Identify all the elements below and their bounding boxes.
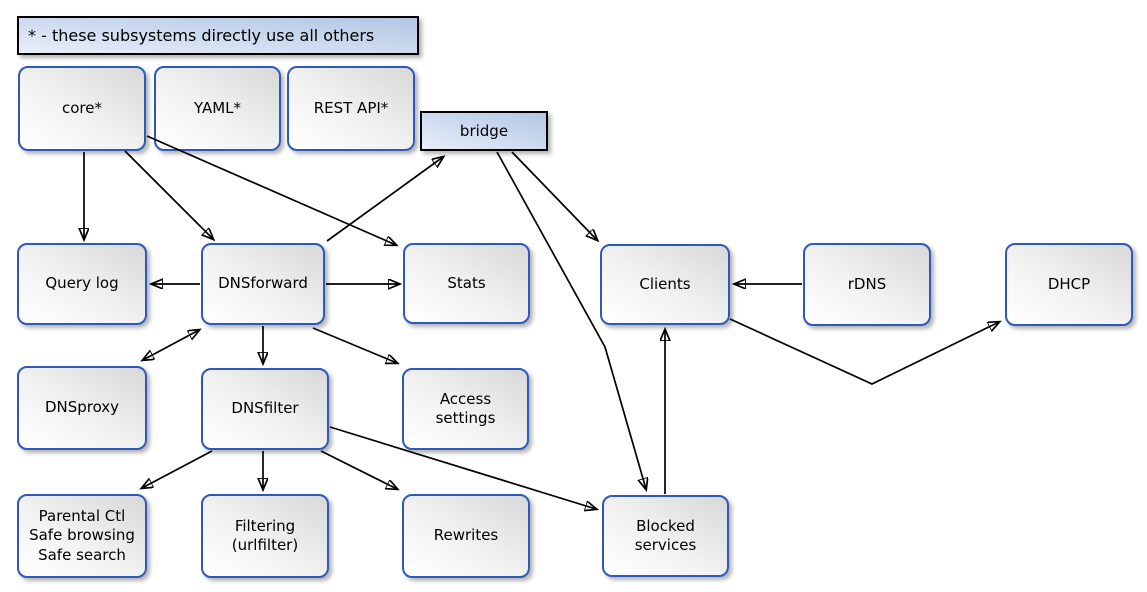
edge-dnsforward-access-settings [312, 327, 397, 363]
node-stats-label: Stats [447, 273, 486, 292]
edge-dnsfilter-rewrites [320, 450, 397, 489]
node-rest-api-label: REST API* [313, 98, 389, 117]
node-blocked-services-label: Blocked services [634, 516, 697, 555]
node-blocked-services: Blocked services [602, 495, 729, 577]
node-clients: Clients [600, 244, 730, 325]
edge-dnsfilter-parental [142, 450, 213, 488]
node-access-settings: Access settings [402, 368, 529, 450]
node-dnsforward: DNSforward [201, 243, 325, 325]
node-dnsfilter: DNSfilter [201, 368, 329, 450]
edge-dnsforward-bridge [326, 157, 443, 242]
node-dnsfilter-label: DNSfilter [231, 399, 299, 418]
node-yaml: YAML* [154, 66, 281, 151]
node-bridge-label: bridge [459, 122, 509, 140]
node-yaml-label: YAML* [193, 98, 242, 117]
node-dhcp: DHCP [1005, 243, 1133, 326]
node-dhcp-label: DHCP [1047, 274, 1091, 293]
node-parental: Parental Ctl Safe browsing Safe search [17, 494, 147, 578]
node-rewrites: Rewrites [402, 494, 530, 578]
node-rest-api: REST API* [287, 66, 415, 151]
legend-text: * - these subsystems directly use all ot… [28, 26, 375, 45]
node-bridge: bridge [420, 111, 548, 151]
node-stats: Stats [403, 243, 530, 324]
edge-core-dnsforward [124, 150, 213, 239]
node-filtering-label: Filtering (urlfilter) [231, 516, 299, 555]
node-core-label: core* [62, 98, 102, 117]
node-rdns-label: rDNS [847, 274, 887, 293]
node-rewrites-label: Rewrites [433, 526, 499, 545]
edge-dnsforward-dnsproxy [143, 330, 199, 360]
node-core: core* [18, 66, 146, 151]
node-dnsproxy-label: DNSproxy [44, 398, 120, 417]
node-rdns: rDNS [803, 243, 931, 326]
node-filtering: Filtering (urlfilter) [201, 494, 329, 578]
legend-box: * - these subsystems directly use all ot… [17, 16, 419, 55]
edge-clients-dhcp [729, 318, 999, 385]
node-access-settings-label: Access settings [435, 389, 496, 428]
node-query-log: Query log [17, 243, 147, 325]
node-parental-label: Parental Ctl Safe browsing Safe search [29, 506, 135, 564]
node-dnsforward-label: DNSforward [218, 274, 308, 293]
node-query-log-label: Query log [45, 274, 119, 293]
node-clients-label: Clients [639, 274, 691, 293]
edge-bridge-clients [511, 151, 597, 240]
node-dnsproxy: DNSproxy [17, 366, 147, 450]
edge-core-stats [146, 135, 396, 245]
